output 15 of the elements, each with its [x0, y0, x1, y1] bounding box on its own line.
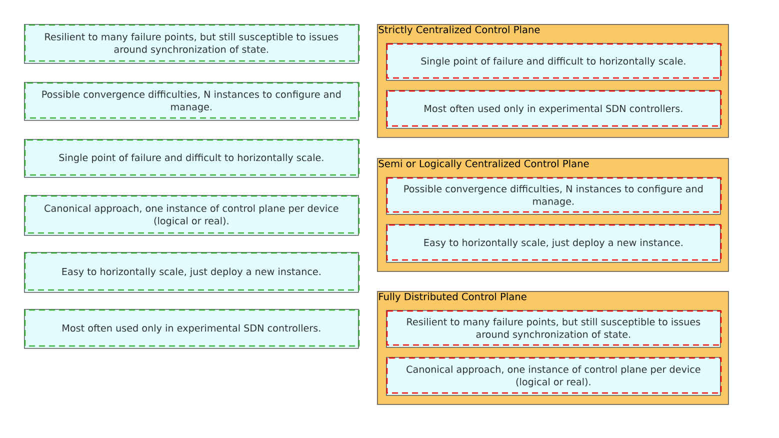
panel-heading: Semi or Logically Centralized Control Plane [378, 160, 589, 170]
panel-heading: Fully Distributed Control Plane [379, 292, 526, 302]
option-box: Single point of failure and difficult to horizontally scale. [386, 43, 722, 81]
option-box: Most often used only in experimental SDN controllers. [386, 90, 722, 129]
option-box: Resilient to many failure points, but still susceptible to issues around synchronization of state. [24, 24, 360, 64]
option-box: Possible convergence difficulties, N instances to configure and manage. [24, 82, 360, 121]
option-box: Easy to horizontally scale, just deploy a new instance. [386, 224, 722, 263]
option-box: Canonical approach, one instance of control plane per device (logical or real). [386, 356, 722, 396]
option-box: Possible convergence difficulties, N instances to configure and manage. [386, 176, 722, 215]
option-box: Most often used only in experimental SDN controllers. [24, 308, 360, 349]
option-box: Canonical approach, one instance of control plane per device (logical or real). [24, 194, 360, 236]
option-box: Easy to horizontally scale, just deploy a new instance. [24, 252, 360, 293]
option-box: Resilient to many failure points, but still susceptible to issues around synchronization of state. [386, 310, 722, 348]
panel-heading: Strictly Centralized Control Plane [378, 26, 540, 36]
option-box: Single point of failure and difficult to horizontally scale. [24, 138, 360, 178]
